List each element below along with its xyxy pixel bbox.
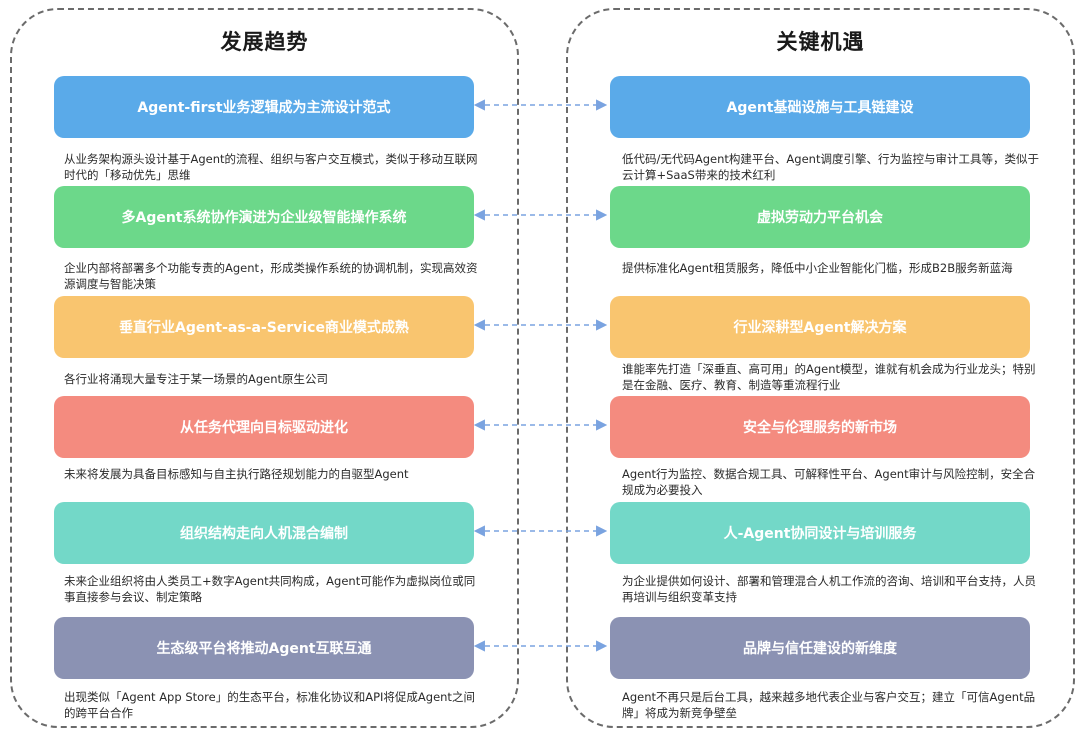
trend-desc-4: 未来将发展为具备目标感知与自主执行路径规划能力的自驱型Agent (64, 467, 409, 481)
trend-card-1: Agent-first业务逻辑成为主流设计范式 (54, 76, 474, 138)
opportunity-card-6: 品牌与信任建设的新维度 (610, 617, 1030, 679)
trends-title: 发展趋势 (220, 30, 309, 54)
opportunity-card-5: 人-Agent协同设计与培训服务 (610, 502, 1030, 564)
trend-card-2: 多Agent系统协作演进为企业级智能操作系统 (54, 186, 474, 248)
opportunity-card-1: Agent基础设施与工具链建设 (610, 76, 1030, 138)
opportunity-desc-5: 为企业提供如何设计、部署和管理混合人机工作流的咨询、培训和平台支持，人员再培训与… (622, 574, 1036, 604)
opportunity-card-4: 安全与伦理服务的新市场 (610, 396, 1030, 458)
trend-desc-2: 企业内部将部署多个功能专责的Agent，形成类操作系统的协调机制，实现高效资源调… (64, 261, 478, 291)
opportunities-panel: 关键机遇 Agent基础设施与工具链建设 低代码/无代码Agent构建平台、Ag… (566, 8, 1075, 728)
opportunity-card-2: 虚拟劳动力平台机会 (610, 186, 1030, 248)
opportunity-card-3: 行业深耕型Agent解决方案 (610, 296, 1030, 358)
opportunity-desc-2: 提供标准化Agent租赁服务，降低中小企业智能化门槛，形成B2B服务新蓝海 (622, 261, 1013, 275)
opportunities-title: 关键机遇 (776, 30, 865, 54)
trend-card-6: 生态级平台将推动Agent互联互通 (54, 617, 474, 679)
trend-desc-1: 从业务架构源头设计基于Agent的流程、组织与客户交互模式，类似于移动互联网时代… (64, 152, 478, 182)
trend-card-4: 从任务代理向目标驱动进化 (54, 396, 474, 458)
trend-desc-5: 未来企业组织将由人类员工+数字Agent共同构成，Agent可能作为虚拟岗位或同… (64, 574, 476, 604)
trend-desc-6: 出现类似「Agent App Store」的生态平台，标准化协议和API将促成A… (64, 690, 475, 720)
trend-card-3: 垂直行业Agent-as-a-Service商业模式成熟 (54, 296, 474, 358)
trends-panel: 发展趋势 Agent-first业务逻辑成为主流设计范式 从业务架构源头设计基于… (10, 8, 519, 728)
opportunity-desc-6: Agent不再只是后台工具，越来越多地代表企业与客户交互；建立「可信Agent品… (622, 690, 1036, 720)
opportunity-desc-4: Agent行为监控、数据合规工具、可解释性平台、Agent审计与风险控制，安全合… (622, 467, 1036, 497)
trend-card-5: 组织结构走向人机混合编制 (54, 502, 474, 564)
opportunity-desc-3: 谁能率先打造「深垂直、高可用」的Agent模型，谁就有机会成为行业龙头；特别是在… (622, 362, 1036, 392)
trend-desc-3: 各行业将涌现大量专注于某一场景的Agent原生公司 (64, 372, 329, 386)
opportunity-desc-1: 低代码/无代码Agent构建平台、Agent调度引擎、行为监控与审计工具等，类似… (622, 152, 1039, 182)
